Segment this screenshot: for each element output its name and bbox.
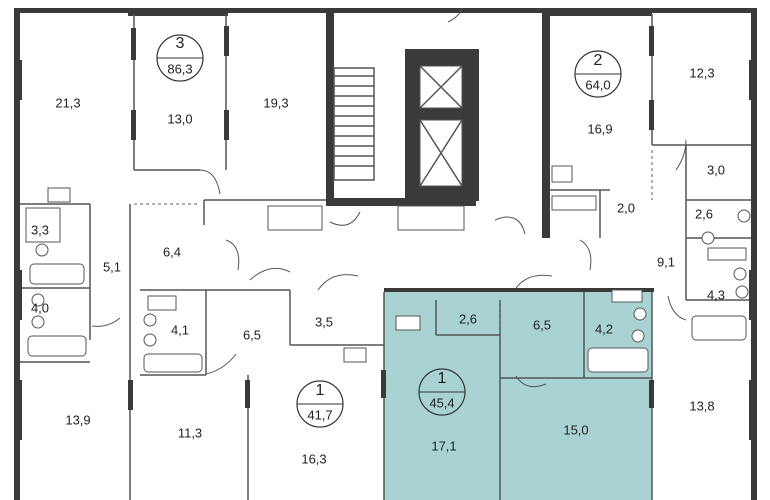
room-area: 4,3: [707, 287, 725, 302]
apartment-area: 45,4: [429, 395, 454, 410]
stair-core: [333, 49, 479, 201]
openings: [134, 150, 653, 340]
room-area: 5,1: [103, 259, 121, 274]
apartment-badge-highlighted[interactable]: 1 45,4: [418, 368, 466, 416]
room-area: 17,1: [431, 438, 456, 453]
apartment-badge[interactable]: 1 41,7: [296, 380, 344, 428]
room-area: 21,3: [55, 95, 80, 110]
room-area: 3,0: [707, 162, 725, 177]
room-area: 16,9: [587, 121, 612, 136]
outer-walls: [14, 8, 757, 500]
room-area: 6,5: [533, 317, 551, 332]
room-area: 9,1: [657, 254, 675, 269]
apartment-area: 41,7: [307, 407, 332, 422]
room-area: 11,3: [178, 425, 202, 440]
apartment-number: 1: [316, 382, 325, 399]
room-area: 15,0: [563, 422, 588, 437]
room-area: 3,5: [315, 314, 333, 329]
room-area: 12,3: [689, 65, 714, 80]
room-area: 19,3: [263, 95, 288, 110]
room-labels: 21,3 13,0 19,3 16,9 12,3 3,0 2,0 2,6 3,3…: [31, 65, 725, 466]
room-area: 4,2: [595, 321, 613, 336]
room-area: 2,6: [695, 206, 713, 221]
room-area: 13,9: [65, 412, 90, 427]
apartment-number: 1: [438, 370, 447, 387]
room-area: 4,0: [31, 300, 49, 315]
room-area: 3,3: [31, 222, 49, 237]
fixtures: [25, 165, 751, 373]
apartment-area: 64,0: [585, 77, 610, 92]
room-area: 13,8: [689, 398, 714, 413]
apartment-badge[interactable]: 3 86,3: [156, 34, 204, 82]
doors: [91, 7, 687, 388]
room-area: 6,4: [163, 244, 181, 259]
apartment-number: 3: [176, 35, 185, 52]
apartment-badge[interactable]: 2 64,0: [574, 50, 622, 98]
room-area: 6,5: [243, 327, 261, 342]
apartment-area: 86,3: [167, 61, 192, 76]
room-area: 4,1: [171, 322, 189, 337]
room-area: 2,6: [459, 311, 477, 326]
interior-walls: [14, 14, 757, 500]
apartment-number: 2: [594, 52, 603, 69]
room-area: 16,3: [301, 451, 326, 466]
room-area: 13,0: [167, 111, 192, 126]
room-area: 2,0: [617, 200, 635, 215]
